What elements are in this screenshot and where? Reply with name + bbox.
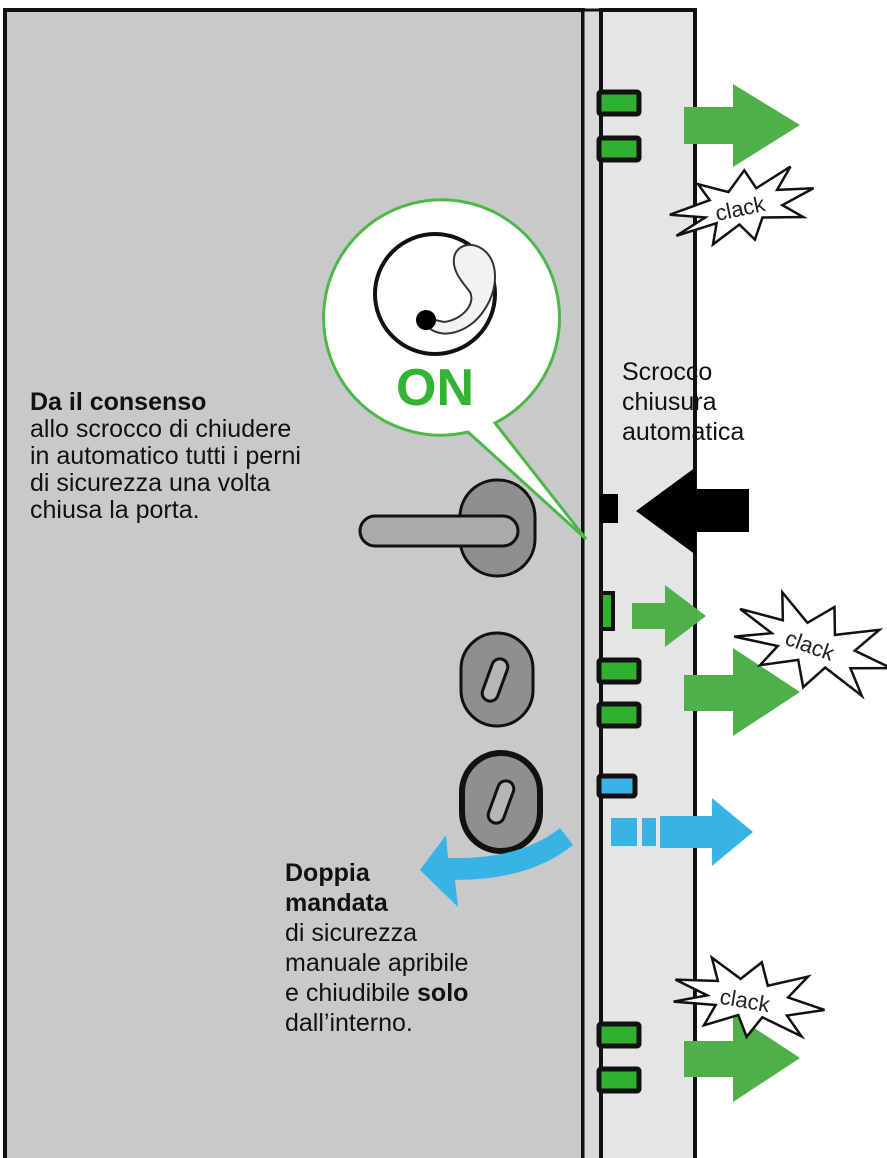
on-label: ON xyxy=(396,359,474,417)
key-cylinder-icon xyxy=(459,631,535,728)
consent-title: Da il consenso xyxy=(30,388,207,416)
blue-arrow xyxy=(660,798,753,866)
deadbolt-line-prefix: e chiudibile xyxy=(285,979,418,1007)
clack-burst-1: clack xyxy=(669,165,815,248)
door-edge xyxy=(581,8,603,1158)
door-frame xyxy=(599,8,697,1158)
latch-line: chiusura xyxy=(622,388,717,416)
rotate-arrow-icon xyxy=(420,828,573,907)
deadbolt-title-1: Doppia xyxy=(285,859,370,887)
consent-line: in automatico tutti i perni xyxy=(30,442,301,470)
consent-line: chiusa la porta. xyxy=(30,496,200,524)
green-arrow-4 xyxy=(684,1014,800,1102)
deadbolt-line: dall’interno. xyxy=(285,1009,413,1037)
clack-burst-3: clack xyxy=(673,954,825,1040)
green-arrow-3 xyxy=(684,648,800,736)
key-cylinder-icon xyxy=(459,750,543,854)
deadbolt-description: Doppia mandata di sicurezza manuale apri… xyxy=(285,858,468,1038)
deadbolt-line: di sicurezza xyxy=(285,919,417,947)
pin xyxy=(596,1021,642,1049)
deadbolt-travel-2 xyxy=(642,818,656,846)
security-pins-top xyxy=(596,89,642,163)
clack-burst-2: clack xyxy=(734,588,887,700)
door-handle-icon xyxy=(358,478,537,578)
deadbolt-pin xyxy=(596,773,638,799)
deadbolt-title-2: mandata xyxy=(285,889,388,917)
latch-line: automatica xyxy=(622,418,745,446)
latch-line: Scrocco xyxy=(622,358,713,386)
black-arrow xyxy=(636,467,749,555)
security-pins-middle xyxy=(596,657,642,729)
green-arrow-2 xyxy=(632,585,706,647)
deadbolt-line-bold: solo xyxy=(417,979,469,1007)
security-pins-bottom xyxy=(596,1021,642,1094)
pin xyxy=(596,135,642,163)
thumb-turn-knob-icon xyxy=(373,232,497,356)
deadbolt-line: manuale apribile xyxy=(285,949,469,977)
green-arrow-1 xyxy=(684,84,800,167)
pin xyxy=(596,1066,642,1094)
deadbolt-travel-1 xyxy=(611,818,637,846)
consent-description: Da il consenso allo scrocco di chiudere … xyxy=(30,389,301,524)
pin-small xyxy=(599,591,615,631)
deadbolt-line: e chiudibile solo xyxy=(285,978,468,1008)
consent-line: allo scrocco di chiudere xyxy=(30,415,292,443)
pin xyxy=(596,89,642,117)
consent-line: di sicurezza una volta xyxy=(30,469,271,497)
pin xyxy=(596,701,642,729)
pin xyxy=(596,657,642,685)
automatic-latch xyxy=(600,494,618,523)
door-panel xyxy=(3,8,585,1158)
on-callout: ON xyxy=(322,198,588,541)
latch-description: Scrocco chiusura automatica xyxy=(622,357,744,447)
